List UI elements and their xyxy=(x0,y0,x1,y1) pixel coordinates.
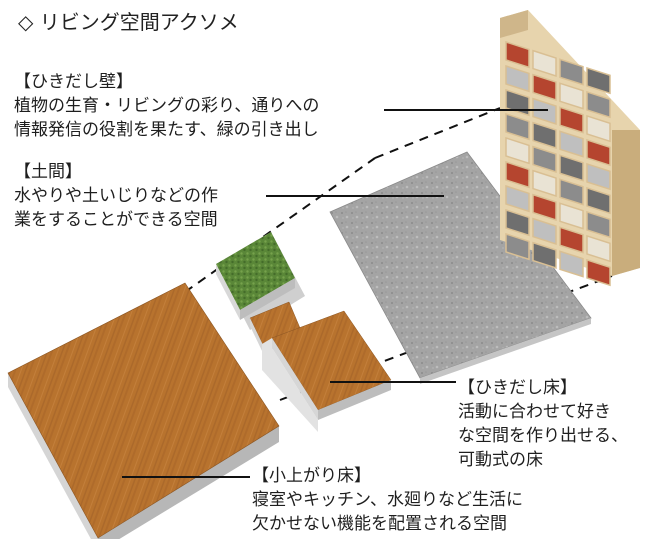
wall-drawer-cell xyxy=(559,130,584,158)
raised-floor-block xyxy=(7,282,280,539)
wall-drawer-cell xyxy=(505,40,530,69)
callout-heading: 【ひきだし床】 xyxy=(458,378,577,398)
wall-drawer-cell xyxy=(505,64,530,93)
callout-line: 活動に合わせて好き xyxy=(458,402,611,422)
callout-line: 業をすることができる空間 xyxy=(14,210,218,230)
drawer-wall xyxy=(500,10,640,287)
callout-line: な空間を作り出せる、 xyxy=(458,426,628,446)
wall-drawer-cell xyxy=(532,241,557,270)
wall-drawer-cell xyxy=(505,136,530,165)
callout-line: 寝室やキッチン、水廻りなど生活に xyxy=(252,490,523,510)
wall-drawer-cell xyxy=(559,82,584,110)
wall-drawer-cell xyxy=(559,106,584,134)
drawer-floor-large xyxy=(262,310,392,432)
wall-drawer-cell xyxy=(532,121,557,150)
page-title: ◇ リビング空間アクソメ xyxy=(18,10,239,34)
callout-line: 水やりや土いじりなどの作 xyxy=(14,186,218,206)
callout-heading: 【小上がり床】 xyxy=(252,466,371,486)
wall-drawer-cell xyxy=(505,232,530,261)
callout-line: 情報発信の役割を果たす、緑の引き出し xyxy=(14,120,319,140)
wall-drawer-cell xyxy=(532,145,557,174)
callout-heading: 【土間】 xyxy=(14,162,82,182)
callout-line: 可動式の床 xyxy=(458,450,543,470)
wall-drawer-cell xyxy=(586,186,611,215)
wall-drawer-cell xyxy=(586,138,611,167)
wall-drawer-cell xyxy=(532,217,557,246)
callout-heading: 【ひきだし壁】 xyxy=(14,72,133,92)
wall-drawer-cell xyxy=(559,178,584,206)
doma-stone-floor xyxy=(329,151,592,384)
callout-drawer-wall: 【ひきだし壁】 植物の生育・リビングの彩り、通りへの 情報発信の役割を果たす、緑… xyxy=(14,70,319,142)
wall-cells xyxy=(505,40,611,287)
wall-drawer-cell xyxy=(532,193,557,222)
wall-drawer-cell xyxy=(559,250,584,278)
wall-drawer-cell xyxy=(505,112,530,141)
callout-line: 欠かせない機能を配置される空間 xyxy=(252,514,507,534)
wall-drawer-cell xyxy=(586,162,611,191)
wall-drawer-cell xyxy=(559,154,584,182)
callout-raised-floor: 【小上がり床】 寝室やキッチン、水廻りなど生活に 欠かせない機能を配置される空間 xyxy=(252,464,523,536)
wall-drawer-cell xyxy=(586,234,611,263)
wall-drawer-cell xyxy=(559,202,584,230)
wall-drawer-cell xyxy=(586,258,611,287)
wall-drawer-cell xyxy=(586,66,611,95)
callout-line: 植物の生育・リビングの彩り、通りへの xyxy=(14,96,320,116)
wall-drawer-cell xyxy=(586,90,611,119)
wall-drawer-cell xyxy=(559,226,584,254)
wall-drawer-cell xyxy=(505,160,530,189)
wall-drawer-cell xyxy=(532,73,557,102)
wall-drawer-cell xyxy=(505,184,530,213)
wall-drawer-cell xyxy=(586,114,611,143)
wall-drawer-cell xyxy=(559,58,584,86)
wall-drawer-cell xyxy=(586,210,611,239)
wall-drawer-cell xyxy=(532,169,557,198)
callout-drawer-floor: 【ひきだし床】 活動に合わせて好き な空間を作り出せる、 可動式の床 xyxy=(458,376,628,472)
wall-drawer-cell xyxy=(505,208,530,237)
callout-doma: 【土間】 水やりや土いじりなどの作 業をすることができる空間 xyxy=(14,160,218,232)
wall-drawer-cell xyxy=(532,49,557,78)
leader-lines xyxy=(122,109,548,478)
